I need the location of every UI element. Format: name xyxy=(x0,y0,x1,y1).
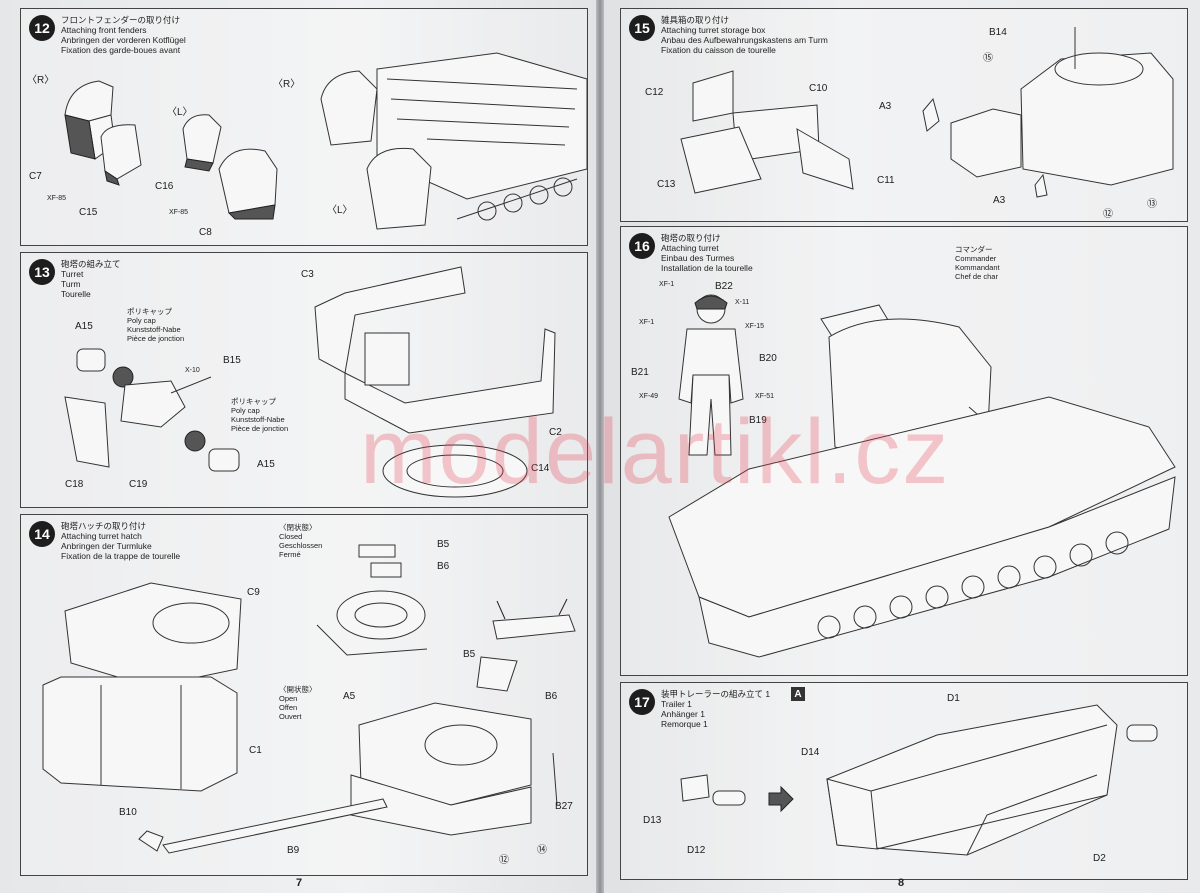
label-left-side: 〈L〉 xyxy=(167,107,193,118)
part-label: B9 xyxy=(287,845,300,856)
turret-box-drawing xyxy=(911,19,1181,199)
gun-barrel-drawing xyxy=(133,795,393,859)
part-label: C18 xyxy=(65,479,84,490)
part-label: B5 xyxy=(463,649,476,660)
paint-code: XF-49 xyxy=(639,393,659,400)
part-label: C7 xyxy=(29,171,42,182)
paint-code: XF-85 xyxy=(169,209,189,216)
fender-drawing-left xyxy=(179,109,289,219)
part-label: A5 xyxy=(343,691,356,702)
part-label: C13 xyxy=(657,179,676,190)
part-label: B14 xyxy=(989,27,1007,38)
step-number-badge: 12 xyxy=(29,15,55,41)
part-label: D12 xyxy=(687,845,706,856)
part-label: B19 xyxy=(749,415,767,426)
part-label: C15 xyxy=(79,207,98,218)
paint-code: XF-51 xyxy=(755,393,775,400)
step-reference: ⑫ xyxy=(1103,209,1113,220)
part-label: A15 xyxy=(75,321,93,332)
paint-code: X-11 xyxy=(735,299,750,306)
turret-shell-drawing xyxy=(305,263,565,503)
trailer-tag: A xyxy=(791,687,805,701)
part-label: B6 xyxy=(545,691,558,702)
part-label: C9 xyxy=(247,587,260,598)
part-label: D2 xyxy=(1093,853,1106,864)
step-reference: ⑬ xyxy=(1147,199,1157,210)
part-label: C16 xyxy=(155,181,174,192)
part-label: A3 xyxy=(879,101,892,112)
turret-assembly-drawing xyxy=(331,655,561,835)
paint-code: XF-85 xyxy=(47,195,67,202)
step-reference: ⑮ xyxy=(983,53,993,64)
part-label: C14 xyxy=(531,463,550,474)
storage-box-drawing xyxy=(677,69,877,199)
part-label: C10 xyxy=(809,83,828,94)
part-label: C8 xyxy=(199,227,212,238)
page-gutter xyxy=(596,0,604,893)
step-number-badge: 13 xyxy=(29,259,55,285)
part-label: B21 xyxy=(631,367,649,378)
part-label: C19 xyxy=(129,479,148,490)
part-label: B20 xyxy=(759,353,777,364)
step-number-badge: 14 xyxy=(29,521,55,547)
trailer-parts-drawing xyxy=(669,769,799,839)
step-number-badge: 17 xyxy=(629,689,655,715)
hull-drawing xyxy=(307,49,587,239)
part-label: B10 xyxy=(119,807,137,818)
part-label: C2 xyxy=(549,427,562,438)
page-number: 8 xyxy=(898,877,905,889)
part-label: C3 xyxy=(301,269,314,280)
part-label: B27 xyxy=(555,801,573,812)
paint-code: XF-1 xyxy=(659,281,675,288)
step-number-badge: 16 xyxy=(629,233,655,259)
step-number-badge: 15 xyxy=(629,15,655,41)
tank-crewman-figure xyxy=(669,289,753,459)
step-reference: ⑫ xyxy=(499,855,509,866)
page-number: 7 xyxy=(296,877,303,889)
closed-hatch-drawing xyxy=(307,545,437,665)
part-label: B15 xyxy=(223,355,241,366)
label-right-side: 〈R〉 xyxy=(27,75,55,86)
part-label: D14 xyxy=(801,747,820,758)
paint-code: XF-15 xyxy=(745,323,765,330)
step-reference: ⑭ xyxy=(537,845,547,856)
tank-hull-drawing xyxy=(629,297,1184,667)
paint-code: X-10 xyxy=(185,367,200,374)
gun-mount-drawing xyxy=(61,337,261,477)
turret-base-drawing xyxy=(41,575,261,795)
label-right-side: 〈R〉 xyxy=(273,79,301,90)
part-label: B22 xyxy=(715,281,733,292)
fender-drawing-right xyxy=(55,75,145,185)
paint-code: XF-1 xyxy=(639,319,655,326)
part-label: D13 xyxy=(643,815,662,826)
label-left-side: 〈L〉 xyxy=(327,205,353,216)
part-label: B6 xyxy=(437,561,450,572)
hatch-detail-drawing xyxy=(489,597,579,647)
part-label: A3 xyxy=(993,195,1006,206)
part-label: C11 xyxy=(877,175,895,186)
part-label: D1 xyxy=(947,693,960,704)
part-label: C12 xyxy=(645,87,664,98)
part-label: A15 xyxy=(257,459,275,470)
trailer-body-drawing xyxy=(817,695,1177,871)
part-label: B5 xyxy=(437,539,450,550)
part-label: C1 xyxy=(249,745,262,756)
